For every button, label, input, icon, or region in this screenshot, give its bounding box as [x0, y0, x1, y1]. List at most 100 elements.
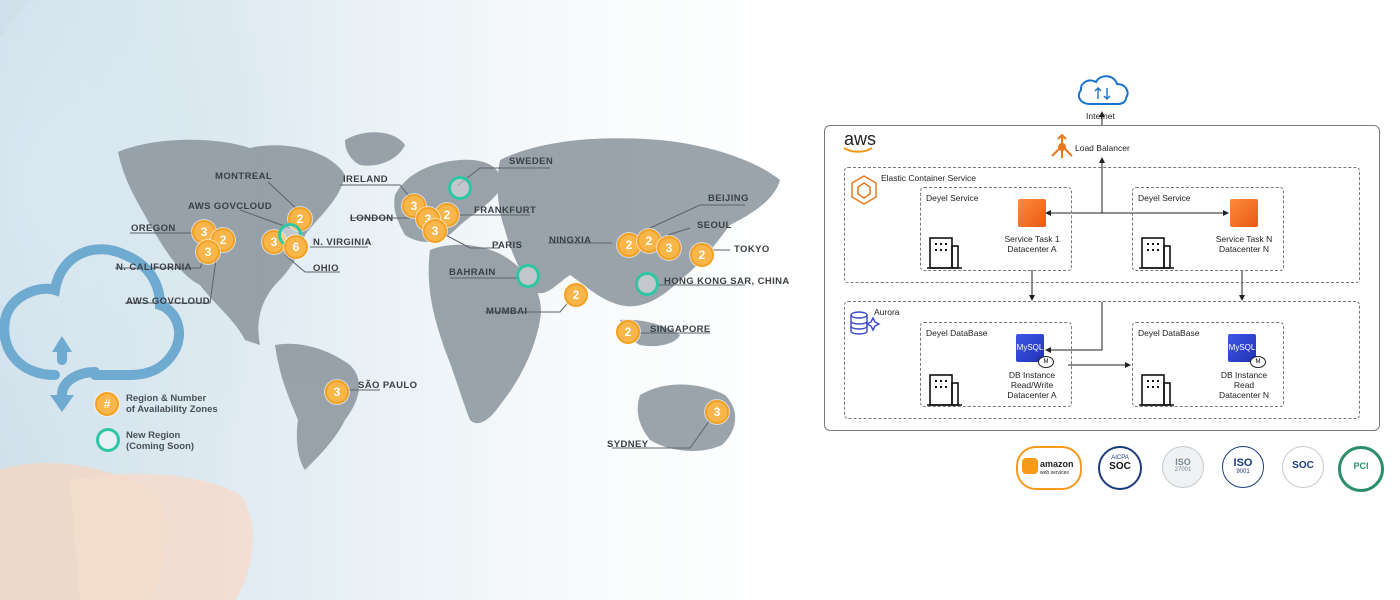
new-region-marker[interactable] [635, 272, 659, 296]
service-n-line-2: Datacenter N [1218, 244, 1270, 254]
db-a-title: Deyel DataBase [926, 328, 988, 338]
soc-2-badge: SOC [1282, 446, 1324, 488]
service-a-box [920, 187, 1072, 271]
city-label-ireland: IRELAND [343, 174, 389, 185]
city-label-montreal: MONTREAL [215, 171, 273, 182]
architecture-diagram: Internet aws Load Balancer Elastic Conta… [800, 0, 1400, 600]
aicpa-soc-badge: AICPA SOC [1098, 446, 1142, 490]
pci-main: PCI [1353, 461, 1369, 471]
service-n-title: Deyel Service [1138, 193, 1191, 203]
region-marker[interactable]: 3 [196, 240, 220, 264]
legend-new-region-text: New Region (Coming Soon) [126, 430, 194, 452]
region-marker[interactable]: 3 [657, 236, 681, 260]
city-label-hong-kong: HONG KONG SAR, CHINA [664, 276, 790, 287]
iso-9001-code: 9001 [1236, 469, 1250, 475]
db-a-line-3: Datacenter A [1007, 390, 1057, 400]
city-label-bahrain: BAHRAIN [449, 267, 496, 278]
legend-region-line-2: of Availability Zones [126, 404, 218, 415]
load-balancer-label: Load Balancer [1075, 143, 1130, 153]
region-marker[interactable]: 2 [288, 207, 312, 231]
aurora-group [844, 301, 1360, 419]
aws-cloud-icon [1022, 458, 1038, 474]
service-n-line-1: Service Task N [1215, 234, 1273, 244]
service-n-box [1132, 187, 1284, 271]
region-marker[interactable]: 3 [325, 380, 349, 404]
aicpa-badge-main: SOC [1109, 461, 1131, 472]
db-a-caption: DB Instance Read/Write Datacenter A [992, 370, 1072, 400]
city-label-beijing: BEIJING [708, 193, 749, 204]
db-n-marker-icon: M [1250, 356, 1266, 368]
legend-region-icon: # [95, 392, 119, 416]
iso-9001-main: ISO [1233, 457, 1253, 469]
aurora-icon [850, 311, 881, 335]
aws-logo: aws [844, 129, 877, 149]
city-label-ningxia: NINGXIA [549, 235, 592, 246]
region-marker[interactable]: 6 [284, 235, 308, 259]
aurora-label: Aurora [874, 307, 900, 317]
city-label-aws-govcloud-2: AWS GOVCLOUD [126, 296, 210, 307]
aws-region-map: 2 3 2 3 3 6 3 2 3 3 2 2 2 3 2 2 3 3 MONT… [0, 0, 800, 600]
city-label-sydney: SYDNEY [607, 439, 649, 450]
city-label-seoul: SEOUL [697, 220, 732, 231]
city-label-oregon: OREGON [131, 223, 176, 234]
legend-region-line-1: Region & Number [126, 393, 207, 404]
db-a-line-2: Read/Write [1010, 380, 1054, 390]
legend-new-line-1: New Region [126, 430, 181, 441]
service-a-caption: Service Task 1 Datacenter A [990, 234, 1074, 254]
amazon-badge-text: amazon [1040, 459, 1074, 469]
city-label-london: LONDON [350, 213, 394, 224]
pci-badge: PCI [1338, 446, 1384, 492]
aws-account-box [824, 125, 1380, 431]
map-background [0, 0, 800, 600]
legend-new-region-icon [96, 428, 120, 452]
iso-9001-badge: ISO 9001 [1222, 446, 1264, 488]
amazon-web-services-badge: amazon web services [1016, 446, 1082, 490]
internet-label: Internet [1086, 111, 1115, 121]
ecs-label: Elastic Container Service [881, 173, 976, 183]
iso-27001-badge: ISO 27001 [1162, 446, 1204, 488]
db-n-caption: DB Instance Read Datacenter N [1204, 370, 1284, 400]
city-label-sweden: SWEDEN [509, 156, 554, 167]
service-a-line-1: Service Task 1 [1004, 234, 1060, 244]
service-a-line-2: Datacenter A [1007, 244, 1057, 254]
city-label-frankfurt: FRANKFURT [474, 205, 537, 216]
db-a-box [920, 322, 1072, 407]
ecs-icon [851, 175, 877, 205]
legend-region-text: Region & Number of Availability Zones [126, 393, 218, 415]
region-marker[interactable]: 2 [690, 243, 714, 267]
building-icons [927, 237, 1174, 406]
region-marker[interactable]: 3 [705, 400, 729, 424]
region-marker[interactable]: 3 [423, 219, 447, 243]
iso-27001-code: 27001 [1174, 467, 1192, 473]
new-region-marker[interactable] [516, 264, 540, 288]
aws-smile [843, 147, 873, 153]
city-label-n-virginia: N. VIRGINIA [313, 237, 372, 248]
db-a-marker-icon: M [1038, 356, 1054, 368]
ecs-group [844, 167, 1360, 283]
amazon-badge-subtext: web services [1040, 470, 1069, 476]
service-task-n-icon[interactable] [1230, 199, 1258, 227]
db-a-line-1: DB Instance [1008, 370, 1056, 380]
diagram-connectors [843, 75, 1245, 406]
service-a-title: Deyel Service [926, 193, 979, 203]
legend-new-line-2: (Coming Soon) [126, 441, 195, 452]
new-region-marker[interactable] [448, 176, 472, 200]
db-n-line-2: Read [1233, 380, 1255, 390]
city-label-aws-govcloud-1: AWS GOVCLOUD [188, 201, 272, 212]
load-balancer-icon [1051, 133, 1073, 158]
city-label-singapore: SINGAPORE [650, 324, 711, 335]
soc-2-main: SOC [1292, 460, 1314, 471]
city-label-mumbai: MUMBAI [486, 306, 528, 317]
region-marker[interactable]: 2 [564, 283, 588, 307]
service-n-caption: Service Task N Datacenter N [1202, 234, 1286, 254]
city-label-tokyo: TOKYO [734, 244, 770, 255]
city-label-sao-paulo: SÃO PAULO [358, 380, 418, 391]
city-label-paris: PARIS [492, 240, 523, 251]
internet-cloud-icon [1077, 75, 1129, 105]
city-label-n-california: N. CALIFORNIA [116, 262, 192, 273]
db-n-box [1132, 322, 1284, 407]
service-task-a-icon[interactable] [1018, 199, 1046, 227]
iso-27001-main: ISO [1175, 457, 1191, 467]
db-n-title: Deyel DataBase [1138, 328, 1200, 338]
region-marker[interactable]: 2 [616, 320, 640, 344]
